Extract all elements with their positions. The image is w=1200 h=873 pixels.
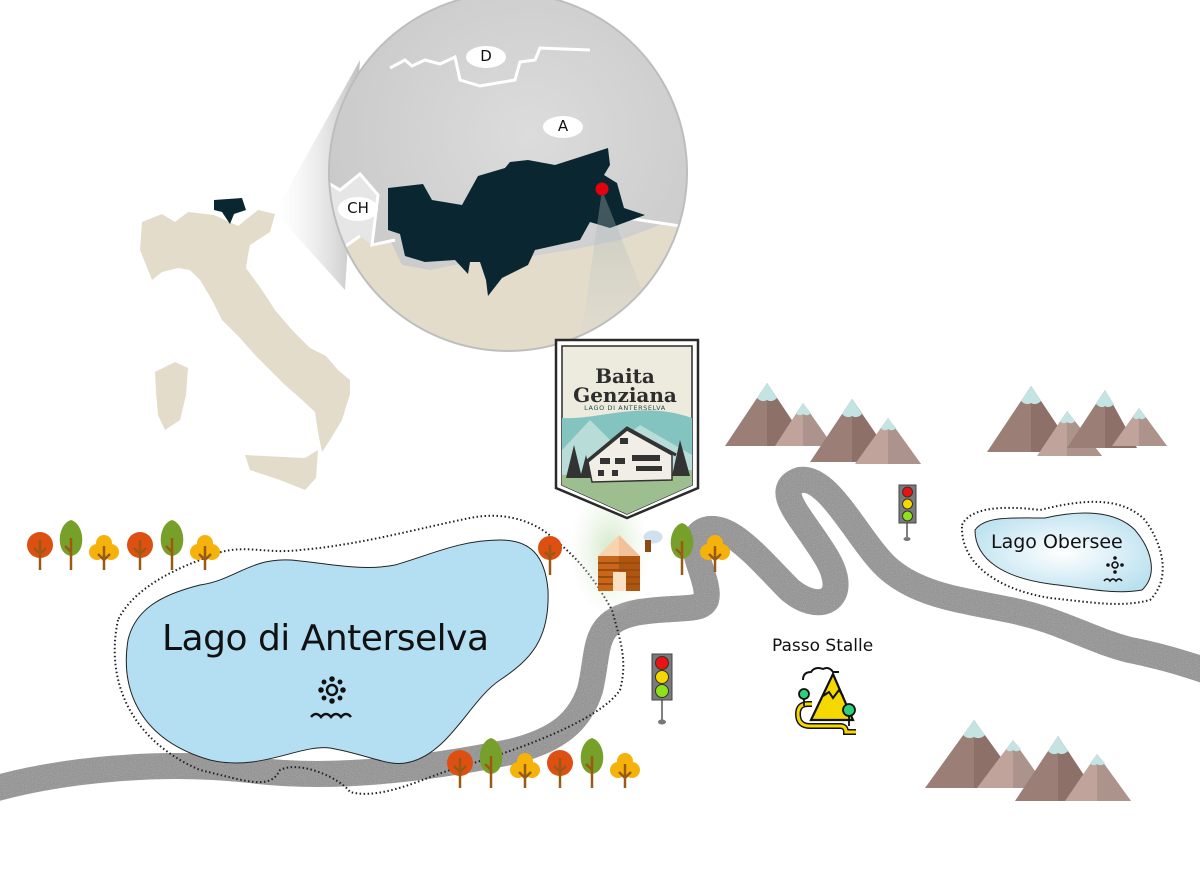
tree-row-bottom: [447, 738, 640, 788]
country-label-germany: D: [480, 47, 492, 65]
badge-subtitle: LAGO DI ANTERSELVA: [584, 404, 666, 412]
mountain-pass-icon[interactable]: [795, 667, 856, 735]
passo-stalle-label: Passo Stalle: [772, 636, 874, 656]
sun-over-water-icon: [1103, 556, 1124, 583]
inset-map-circle: [328, 0, 688, 352]
mountains-group-2: [987, 386, 1167, 456]
mountains-group-1: [725, 383, 921, 464]
tree-cluster-lodge: [538, 523, 730, 575]
traffic-light-icon[interactable]: [898, 484, 917, 541]
tree-row-left: [27, 520, 220, 570]
lake-obersee: [960, 500, 1164, 605]
log-cabin-icon[interactable]: [598, 529, 664, 591]
country-label-austria: A: [557, 117, 569, 135]
winding-road: [0, 466, 1200, 801]
baita-genziana-badge[interactable]: [554, 338, 700, 520]
italy-map: [140, 198, 350, 490]
badge-name-line1: Baita: [595, 364, 655, 388]
location-pin: [595, 182, 609, 196]
badge-name-line2: Genziana: [573, 383, 677, 407]
lake-anterselva-label: Lago di Anterselva: [162, 618, 489, 659]
lake-obersee-label: Lago Obersee: [991, 531, 1123, 553]
country-label-switzerland: CH: [347, 199, 369, 217]
mountains-group-3: [925, 720, 1131, 801]
traffic-light-icon[interactable]: [651, 653, 673, 725]
sun-over-water-icon: [310, 676, 352, 719]
lake-anterselva: [113, 514, 625, 795]
